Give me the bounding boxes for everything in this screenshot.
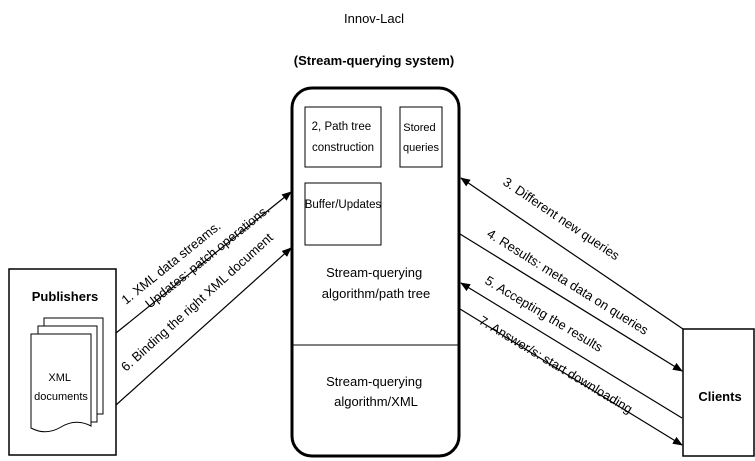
stored-queries-box (399, 106, 443, 168)
buffer-label: Buffer/Updates (305, 199, 382, 211)
arrow-6-publishers-to-system (115, 247, 292, 406)
clients-label: Clients (698, 389, 741, 404)
arrow-4-system-to-clients (459, 233, 683, 372)
path-tree-box (304, 106, 382, 168)
path-tree-label: 2, Path tree construction (312, 121, 375, 154)
stored-queries-label: Stored queries (403, 122, 440, 154)
xml-documents-stack (30, 317, 104, 433)
system-container (290, 86, 461, 458)
arrow-5-clients-to-system (460, 282, 683, 419)
arrow-1-publishers-to-system (115, 191, 292, 334)
algorithm-path-tree-label: Stream-querying algorithm/path tree (322, 265, 430, 301)
algorithm-xml-label: Stream-querying algorithm/XML (326, 374, 426, 409)
clients-box (682, 328, 755, 457)
arrow-7-system-to-clients (459, 308, 683, 446)
system-subtitle: (Stream-querying system) (294, 53, 454, 68)
buffer-box (304, 182, 382, 246)
arrow-3-clients-to-system (460, 177, 684, 330)
system-name: Innov-Lacl (344, 11, 404, 26)
xml-documents-label: XML documents (34, 372, 88, 403)
publishers-label: Publishers (32, 289, 98, 304)
arrow-6-label: 6. Binding the right XML document (118, 230, 276, 375)
